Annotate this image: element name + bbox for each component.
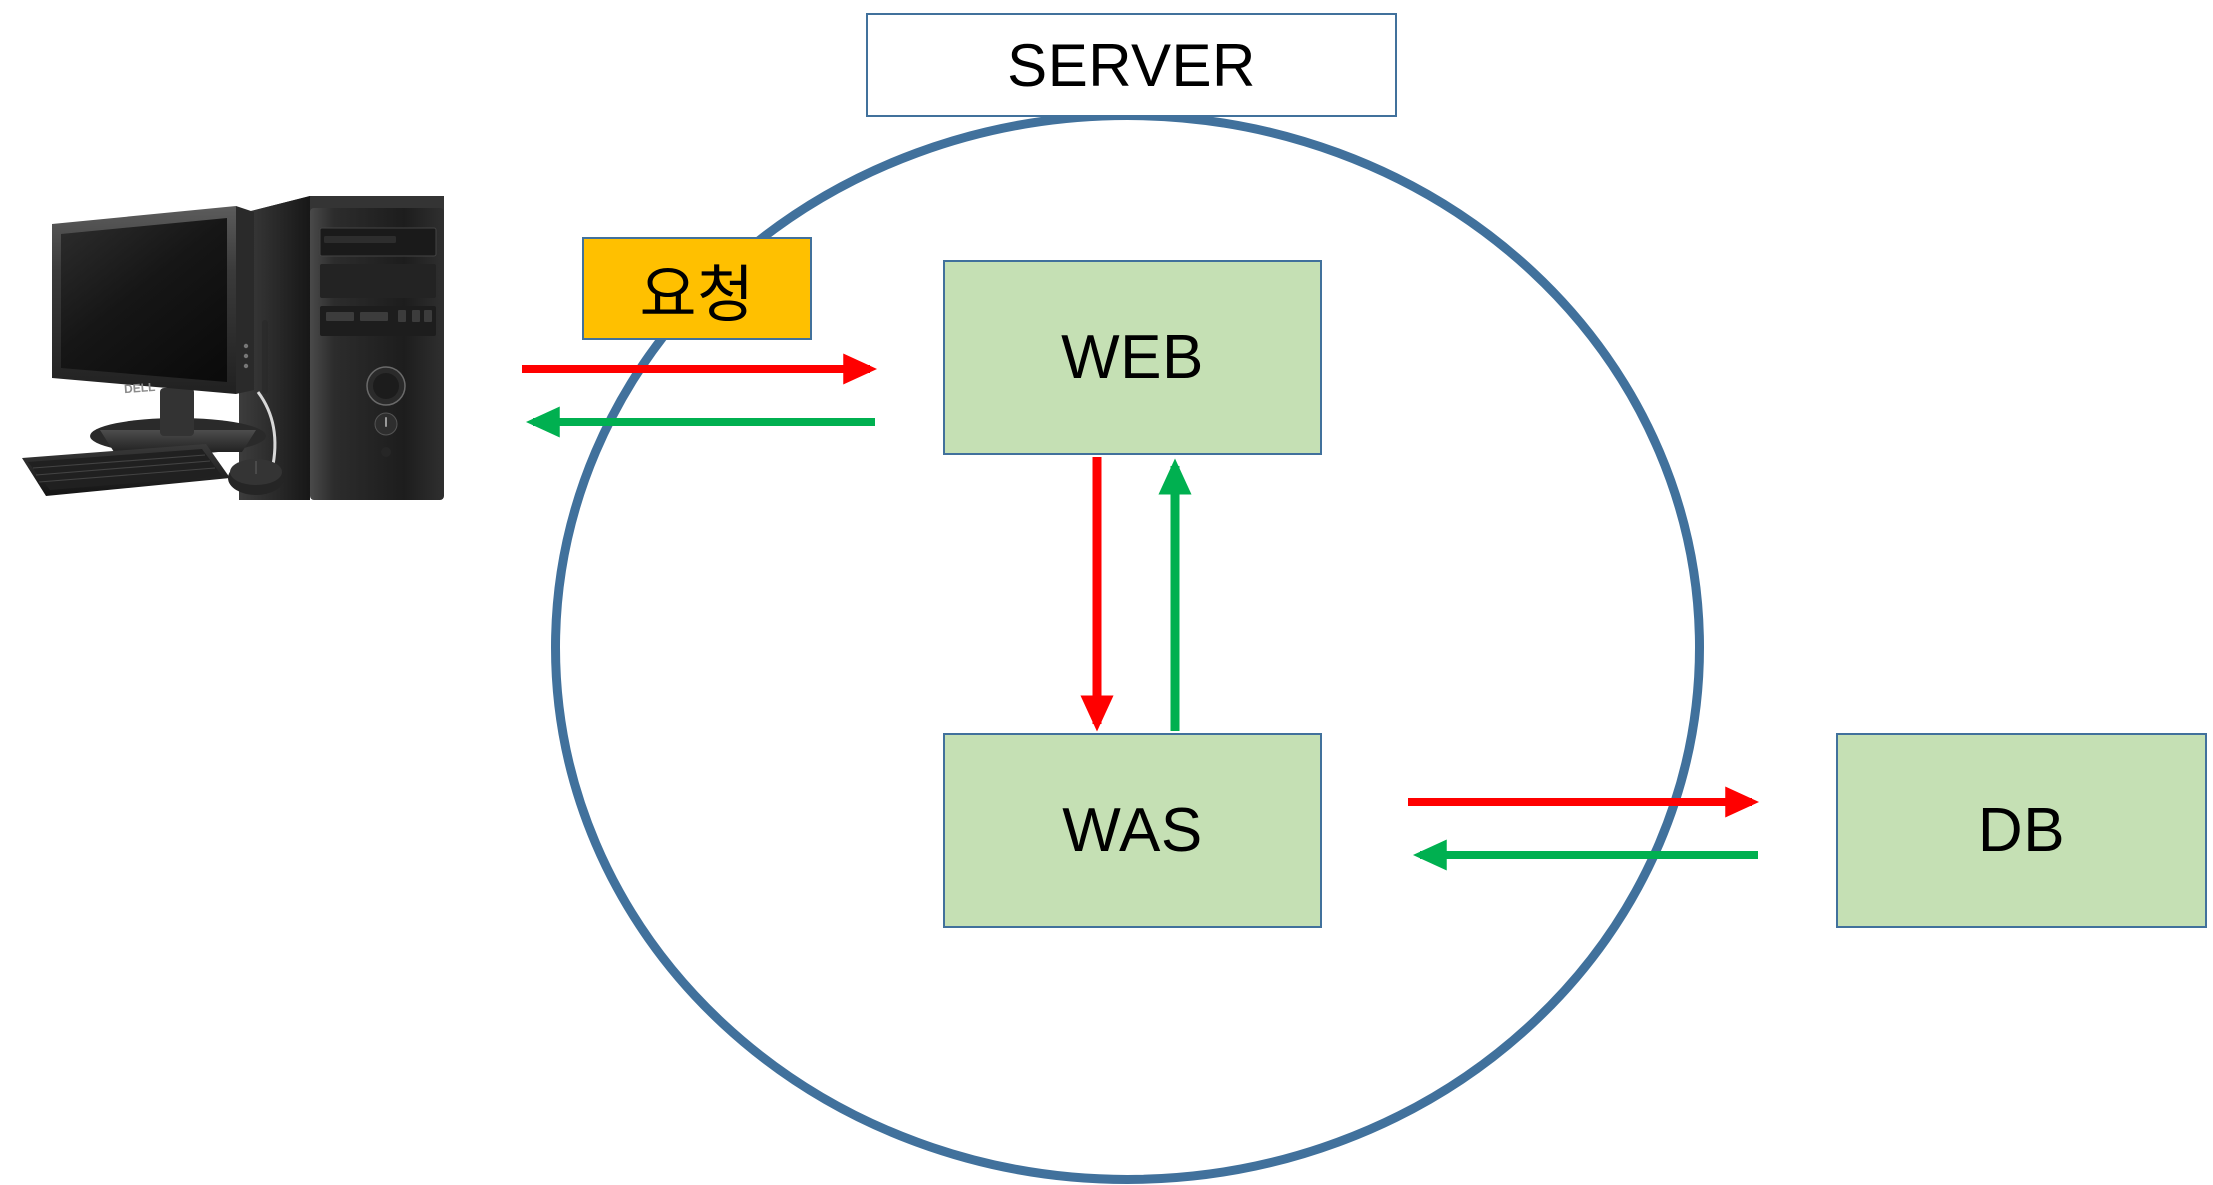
desktop-computer-icon: DELL	[22, 196, 444, 500]
server-boundary-label: SERVER	[866, 13, 1397, 117]
request-badge: 요청	[582, 237, 812, 340]
node-db[interactable]: DB	[1836, 733, 2207, 928]
node-web[interactable]: WEB	[943, 260, 1322, 455]
node-was[interactable]: WAS	[943, 733, 1322, 928]
svg-text:DELL: DELL	[124, 380, 156, 396]
